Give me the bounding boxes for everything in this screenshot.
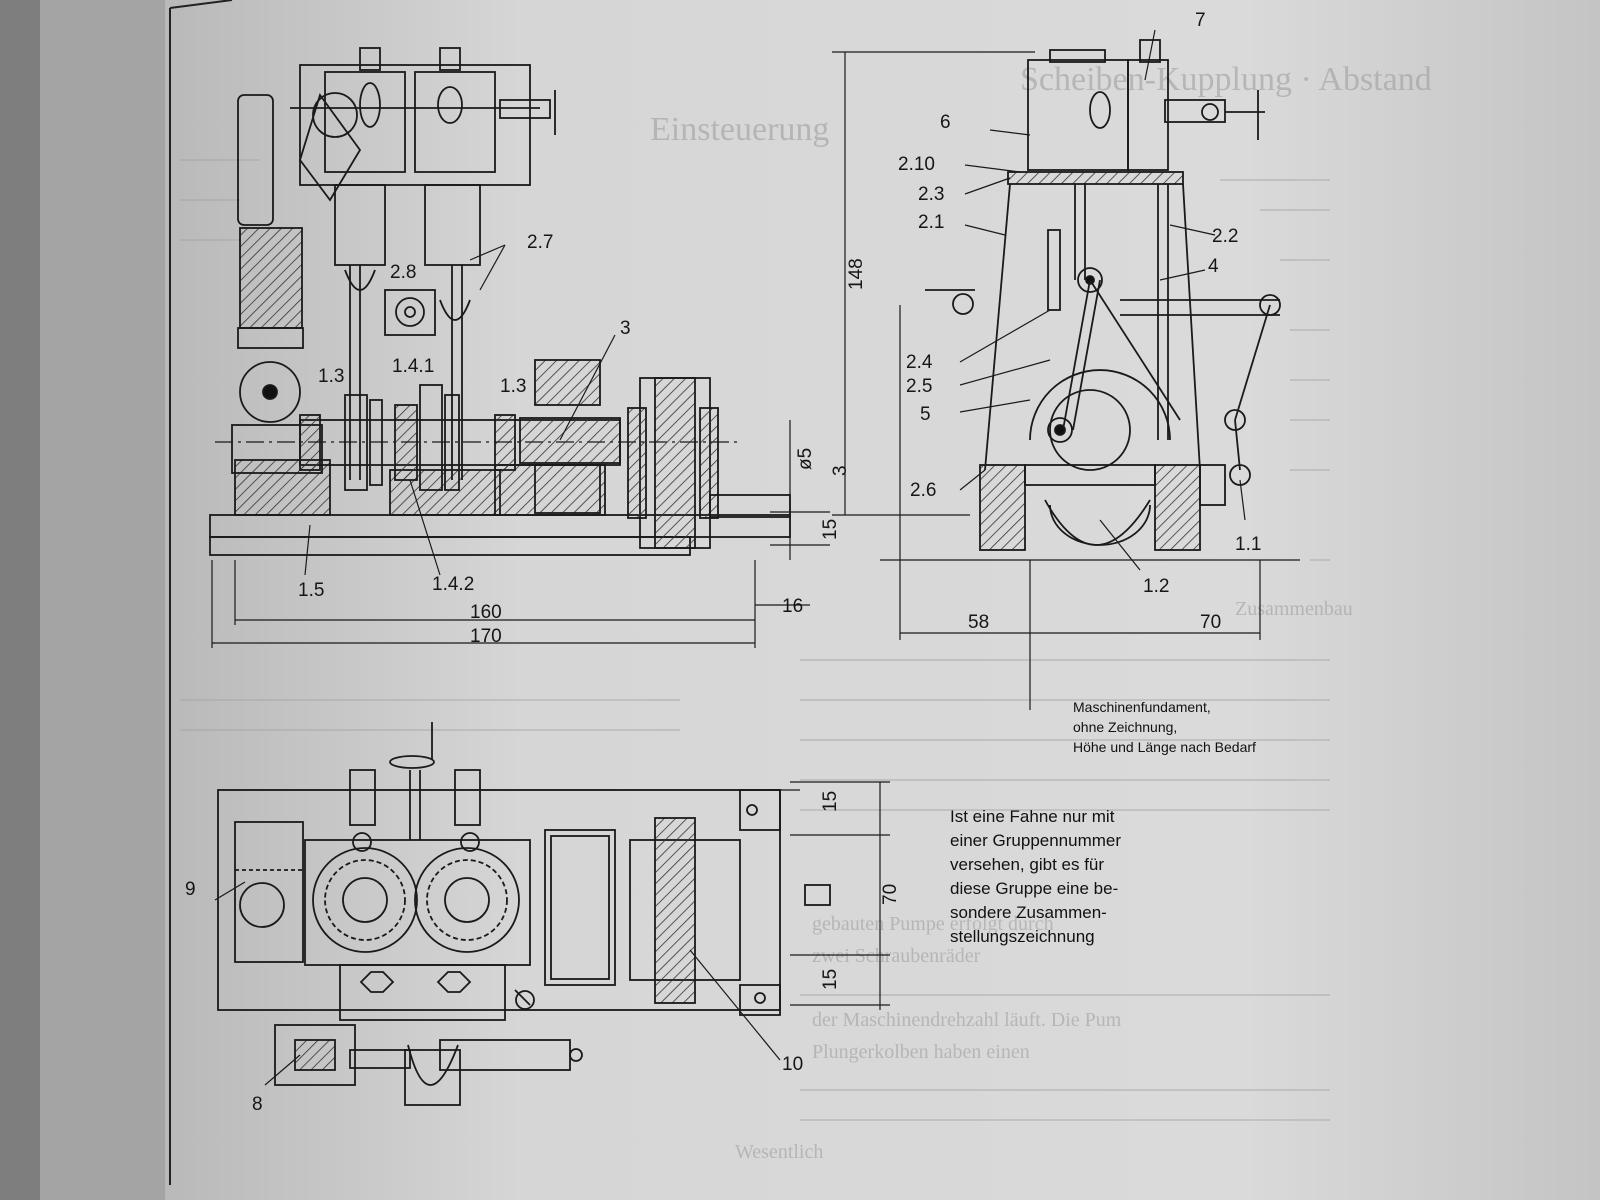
label-2-10: 2.10 [898, 154, 935, 175]
binding-shadow [40, 0, 170, 1200]
label-4: 4 [1208, 256, 1219, 277]
svg-text:Maschinenfundament,: Maschinenfundament, [1073, 699, 1211, 715]
svg-text:versehen, gibt es für: versehen, gibt es für [950, 855, 1104, 874]
dimension-70-front: 70 [1200, 612, 1221, 633]
svg-text:Scheiben-Kupplung · Abstand: Scheiben-Kupplung · Abstand [1020, 61, 1432, 98]
svg-text:Plungerkolben haben einen: Plungerkolben haben einen [812, 1041, 1030, 1063]
label-2-6: 2.6 [910, 480, 936, 501]
label-1-5: 1.5 [298, 580, 324, 601]
svg-text:ohne Zeichnung,: ohne Zeichnung, [1073, 719, 1177, 735]
label-1-3-right: 1.3 [500, 376, 526, 397]
bleed-lines [180, 159, 1330, 1121]
dimension-160: 160 [470, 602, 502, 623]
svg-text:einer Gruppennummer: einer Gruppennummer [950, 831, 1121, 850]
svg-text:zwei Schraubenräder: zwei Schraubenräder [812, 945, 981, 967]
label-1-4-2: 1.4.2 [432, 574, 474, 595]
dimension-16: 16 [782, 596, 803, 617]
svg-text:Ist eine Fahne nur mit: Ist eine Fahne nur mit [950, 807, 1115, 826]
label-1-2: 1.2 [1143, 576, 1169, 597]
label-2-7: 2.7 [527, 232, 553, 253]
dimension-58: 58 [968, 612, 989, 633]
foundation-note: Maschinenfundament, ohne Zeichnung, Höhe… [1073, 699, 1256, 755]
dimension-15-side: 15 [820, 519, 841, 540]
svg-text:stellungszeichnung: stellungszeichnung [950, 927, 1095, 946]
side-view-drawing [209, 47, 830, 648]
dimension-70-plan: 70 [880, 884, 901, 905]
label-2-2: 2.2 [1212, 226, 1238, 247]
label-1-1: 1.1 [1235, 534, 1261, 555]
label-6: 6 [940, 112, 951, 133]
svg-text:gebauten Pumpe erfolgt durch: gebauten Pumpe erfolgt durch [812, 913, 1054, 935]
label-2-1: 2.1 [918, 212, 944, 233]
plan-view-drawing [214, 722, 890, 1106]
dimension-170: 170 [470, 626, 502, 647]
label-10: 10 [782, 1054, 803, 1075]
svg-text:der Maschinendrehzahl läuft. D: der Maschinendrehzahl läuft. Die Pum [812, 1009, 1122, 1031]
svg-text:Zusammenbau: Zusammenbau [1235, 598, 1353, 620]
svg-text:diese Gruppe eine be-: diese Gruppe eine be- [950, 879, 1118, 898]
svg-text:sondere Zusammen-: sondere Zusammen- [950, 903, 1107, 922]
front-view-drawing [832, 29, 1300, 710]
dimension-diameter-5: ø5 [795, 448, 816, 470]
svg-text:Wesentlich: Wesentlich [735, 1141, 823, 1163]
label-3: 3 [620, 318, 631, 339]
label-2-8: 2.8 [390, 262, 416, 283]
label-2-3: 2.3 [918, 184, 944, 205]
bleed-through-text: Scheiben-Kupplung · Abstand Einsteuerung… [650, 61, 1432, 1163]
dimension-15-plan-bottom: 15 [820, 969, 841, 990]
label-2-5: 2.5 [906, 376, 932, 397]
dimension-15-plan-top: 15 [820, 791, 841, 812]
dimension-3: 3 [830, 465, 851, 476]
svg-text:Einsteuerung: Einsteuerung [650, 111, 829, 148]
label-5: 5 [920, 404, 931, 425]
dimension-148: 148 [846, 258, 867, 290]
label-2-4: 2.4 [906, 352, 933, 373]
label-9: 9 [185, 879, 196, 900]
label-7: 7 [1195, 10, 1206, 31]
label-8: 8 [252, 1094, 263, 1115]
svg-text:Höhe und Länge nach Bedarf: Höhe und Länge nach Bedarf [1073, 739, 1256, 755]
page-paper [165, 0, 1600, 1200]
label-1-3-left: 1.3 [318, 366, 344, 387]
group-flag-note: Ist eine Fahne nur mit einer Gruppennumm… [950, 807, 1121, 946]
label-1-4-1: 1.4.1 [392, 356, 434, 377]
